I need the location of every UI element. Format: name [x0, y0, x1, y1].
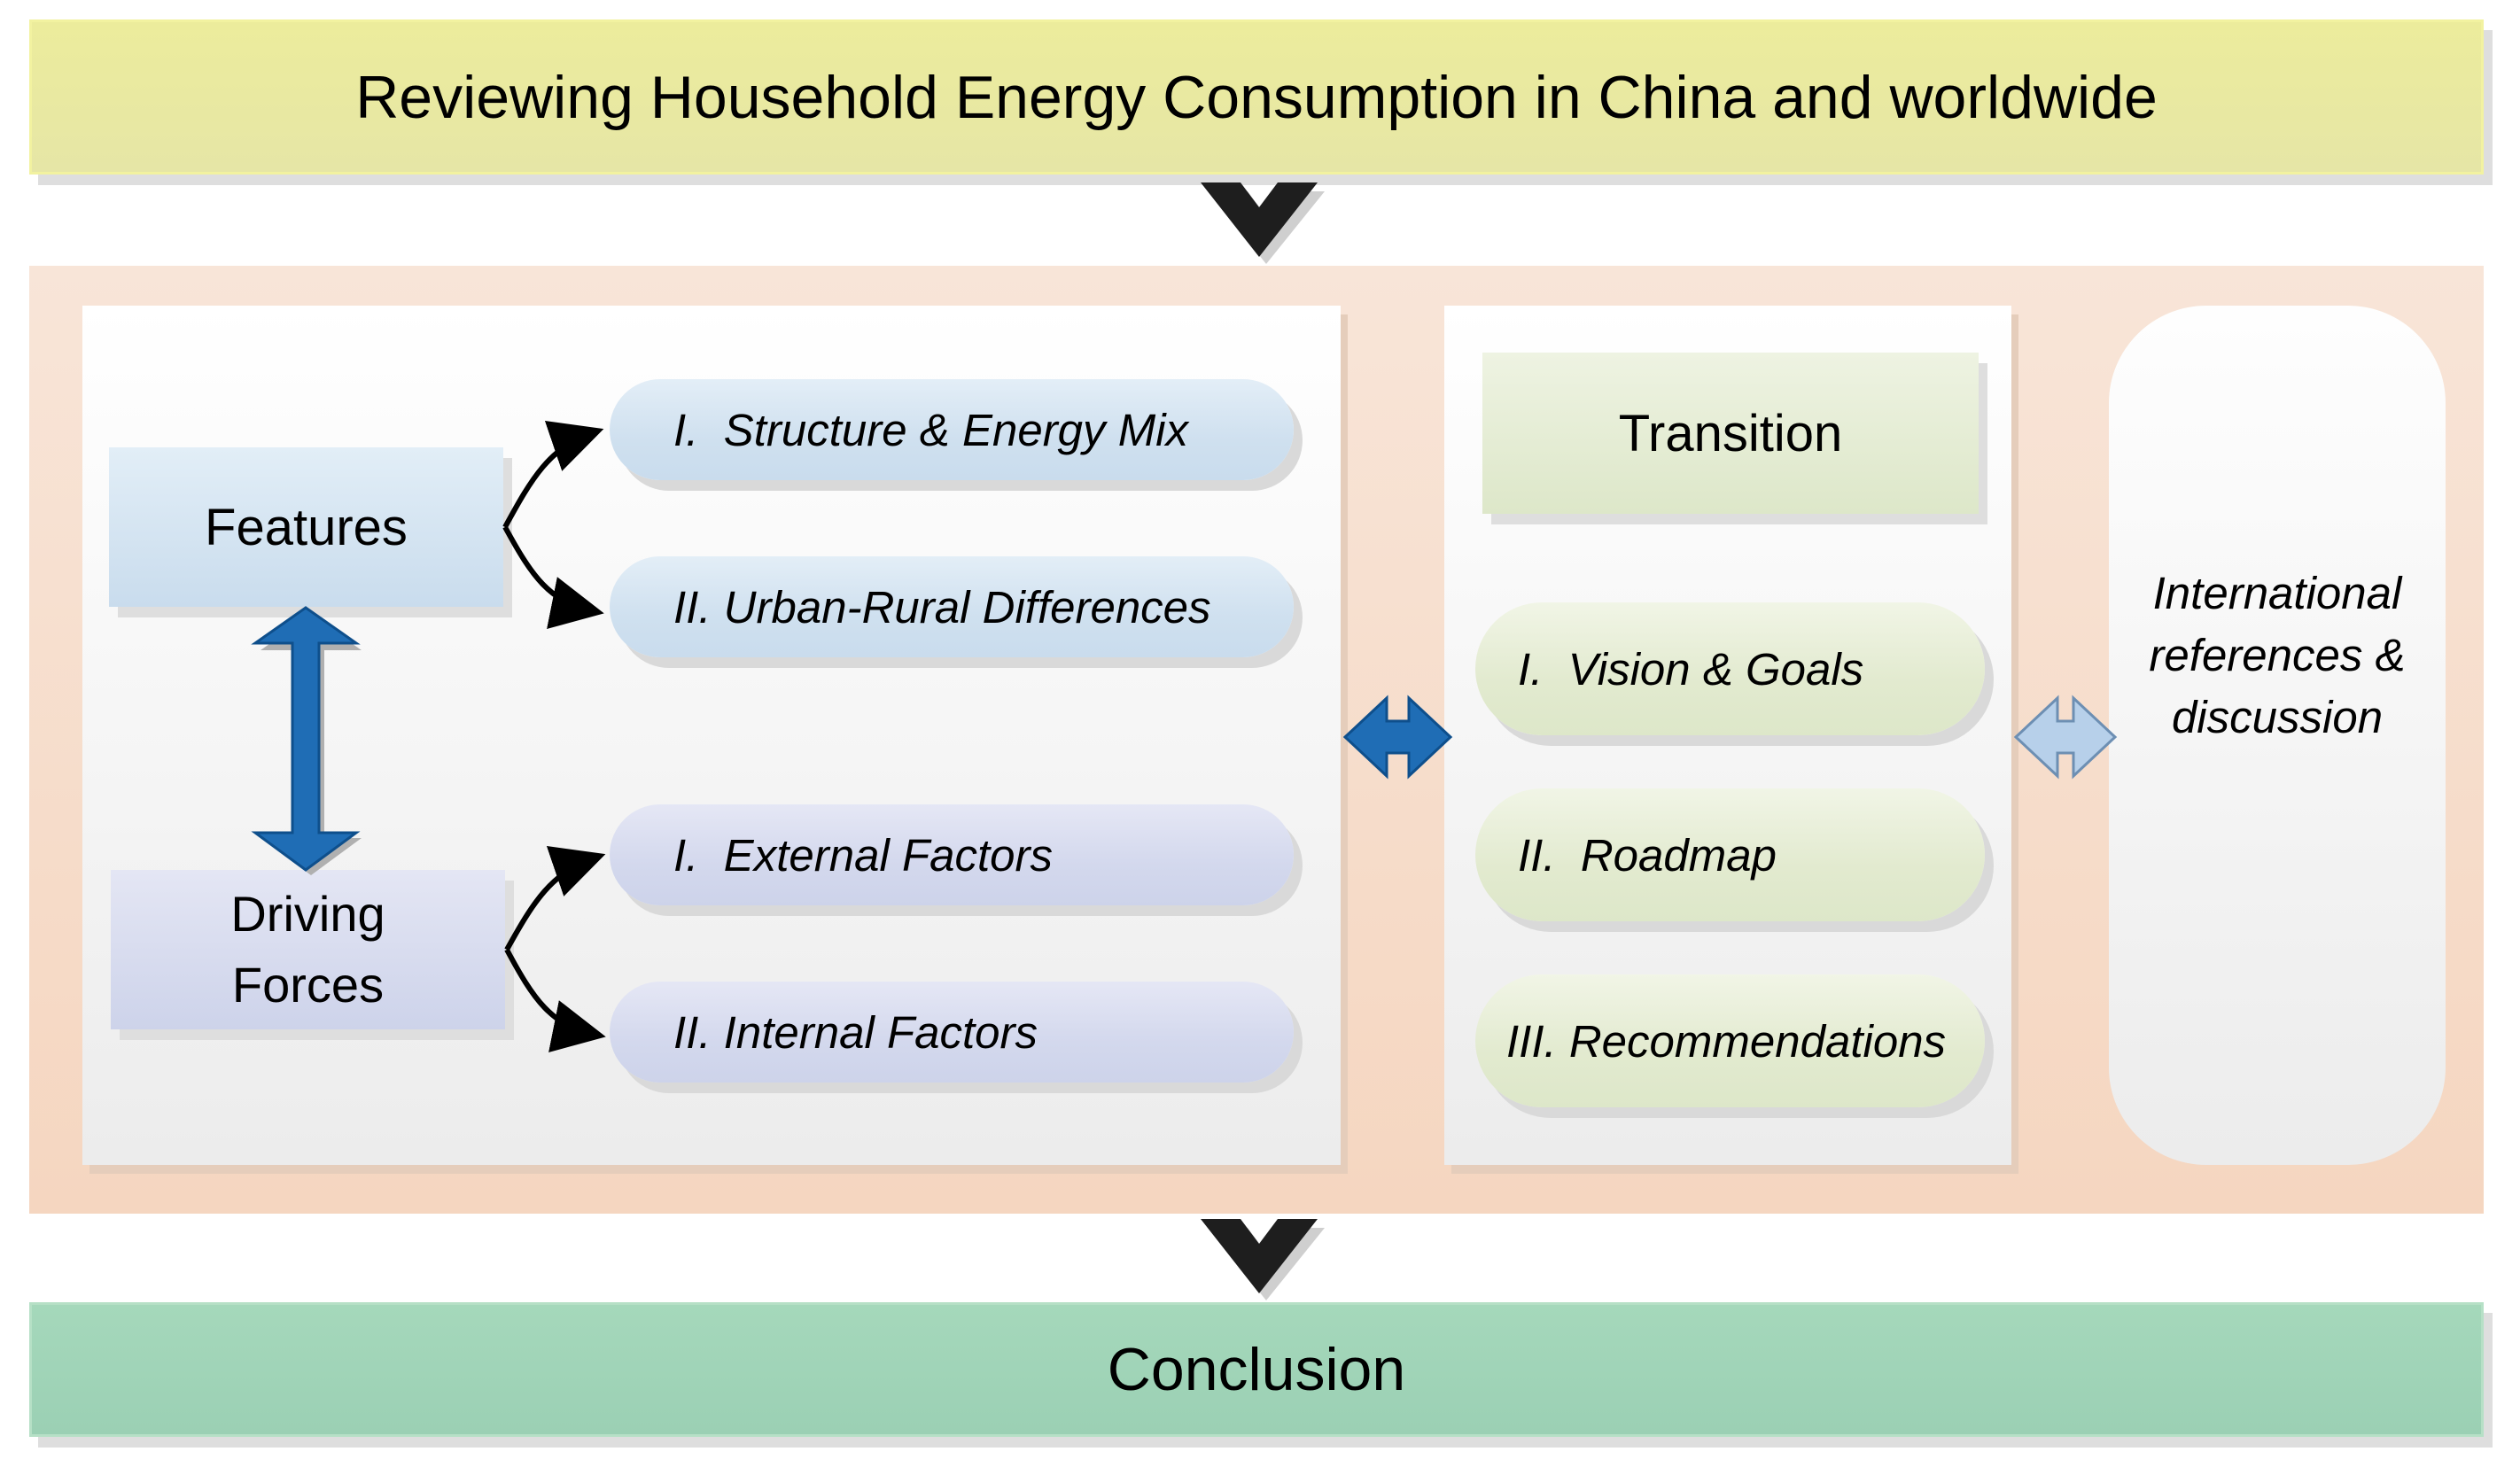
features-driving-double-arrow: [251, 606, 362, 875]
internal-factors-pill: II. Internal Factors: [610, 982, 1294, 1083]
transition-label: Transition: [1618, 404, 1843, 462]
conclusion-label: Conclusion: [1107, 1336, 1406, 1403]
roadmap-pill: II. Roadmap: [1475, 788, 1985, 921]
flow-arrow-down-bottom: [1201, 1219, 1325, 1300]
external-factors-pill: I. External Factors: [610, 804, 1294, 905]
vision-goals-label: I. Vision & Goals: [1518, 643, 1864, 695]
roadmap-label: II. Roadmap: [1518, 829, 1777, 881]
driving-forces-line-1: Driving: [230, 886, 385, 942]
urban-rural-pill: II. Urban-Rural Differences: [610, 556, 1294, 657]
international-references-panel: International references & discussion: [2109, 306, 2446, 1165]
vision-goals-pill: I. Vision & Goals: [1475, 602, 1985, 735]
driving-to-internal-connector: [504, 948, 606, 1052]
external-factors-label: I. External Factors: [673, 829, 1053, 881]
structure-energy-mix-label: I. Structure & Energy Mix: [673, 404, 1189, 455]
recommendations-label: III. Recommendations: [1506, 1015, 1947, 1067]
recommendations-pill: III. Recommendations: [1475, 974, 1985, 1107]
features-to-structure-connector: [502, 421, 604, 529]
features-box: Features: [109, 447, 503, 607]
driving-forces-box: Driving Forces: [111, 870, 505, 1029]
diagram-title: Reviewing Household Energy Consumption i…: [355, 63, 2158, 131]
urban-rural-label: II. Urban-Rural Differences: [673, 581, 1211, 633]
international-line-2: references &: [2149, 630, 2406, 680]
international-line-3: discussion: [2171, 692, 2384, 742]
features-label: Features: [205, 498, 408, 556]
flow-arrow-down-top: [1201, 182, 1325, 264]
title-box: Reviewing Household Energy Consumption i…: [29, 19, 2484, 175]
driving-to-external-connector: [504, 846, 606, 951]
left-middle-double-arrow: [1342, 695, 1453, 780]
transition-box: Transition: [1482, 353, 1979, 514]
conclusion-box: Conclusion: [29, 1302, 2484, 1437]
internal-factors-label: II. Internal Factors: [673, 1006, 1038, 1058]
structure-energy-mix-pill: I. Structure & Energy Mix: [610, 379, 1294, 480]
features-to-urban-rural-connector: [502, 525, 604, 629]
international-line-1: International: [2152, 568, 2402, 618]
middle-right-double-arrow: [2013, 695, 2118, 780]
driving-forces-line-2: Forces: [231, 957, 385, 1013]
